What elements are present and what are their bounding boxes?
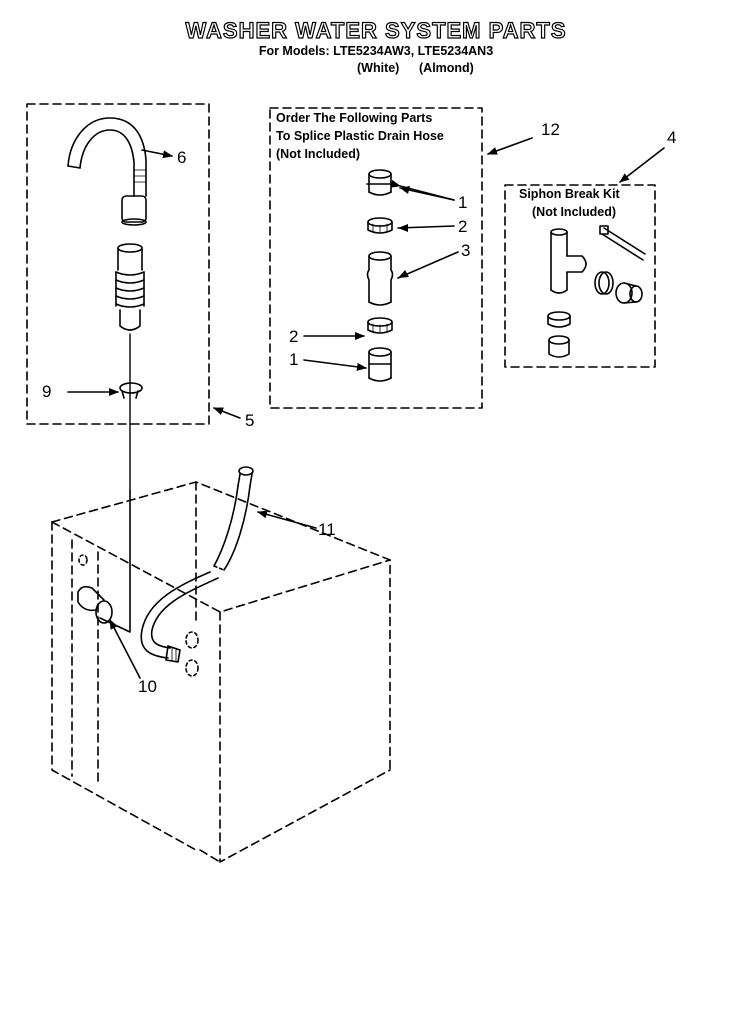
siphon-box-line2: (Not Included) [532,205,617,219]
callout-6: 6 [177,148,187,167]
leader-11 [257,510,317,529]
diagram-title: WASHER WATER SYSTEM PARTS [185,17,567,43]
splice-nut-top [367,217,393,234]
callout-2-top: 2 [458,217,468,236]
color-almond-label: (Almond) [419,61,474,75]
callout-11: 11 [318,520,336,539]
callout-12: 12 [541,120,560,139]
callout-2-bottom: 2 [289,327,299,346]
splice-kit-box [269,107,483,409]
siphon-tie-strap [599,225,646,261]
callout-4: 4 [667,128,677,147]
color-white-label: (White) [357,61,400,75]
siphon-connector-bottom [548,335,570,358]
drain-elbow [77,554,113,624]
siphon-tee [550,228,587,294]
drain-hose-hook [67,117,147,226]
siphon-nut-bottom [547,311,571,328]
leader-10 [109,619,141,679]
leader-3 [397,251,459,279]
splice-connector-bottom [368,347,392,382]
siphon-box-line1: Siphon Break Kit [519,187,620,201]
callout-10: 10 [138,677,157,696]
siphon-adapter-side [615,282,643,304]
callout-1-bottom: 1 [289,350,299,369]
splice-coupling [366,251,394,306]
leader-1b [303,359,367,371]
callout-5: 5 [245,411,255,430]
siphon-break-kit-box [504,184,656,368]
splice-box-line1: Order The Following Parts [276,111,433,125]
splice-box-line3: (Not Included) [276,147,361,161]
siphon-nut-side [594,271,614,295]
models-line: For Models: LTE5234AW3, LTE5234AN3 [258,44,494,58]
callout-3: 3 [461,241,471,260]
splice-nut-bottom [367,317,393,334]
leader-12 [487,137,533,155]
splice-box-line2: To Splice Plastic Drain Hose [276,129,444,143]
splice-connector-top [366,169,394,196]
callout-1-top: 1 [458,193,468,212]
water-inlet-valves [185,631,199,677]
drain-hose-kit-box [26,103,210,425]
corrugated-hose-section [115,243,145,491]
leader-4 [619,147,665,183]
leader-5 [213,407,241,419]
leader-6 [141,149,173,159]
washer-cabinet-outline [51,481,391,863]
fill-hose [140,466,254,663]
callout-9: 9 [42,382,52,401]
hose-clamp [119,382,143,399]
